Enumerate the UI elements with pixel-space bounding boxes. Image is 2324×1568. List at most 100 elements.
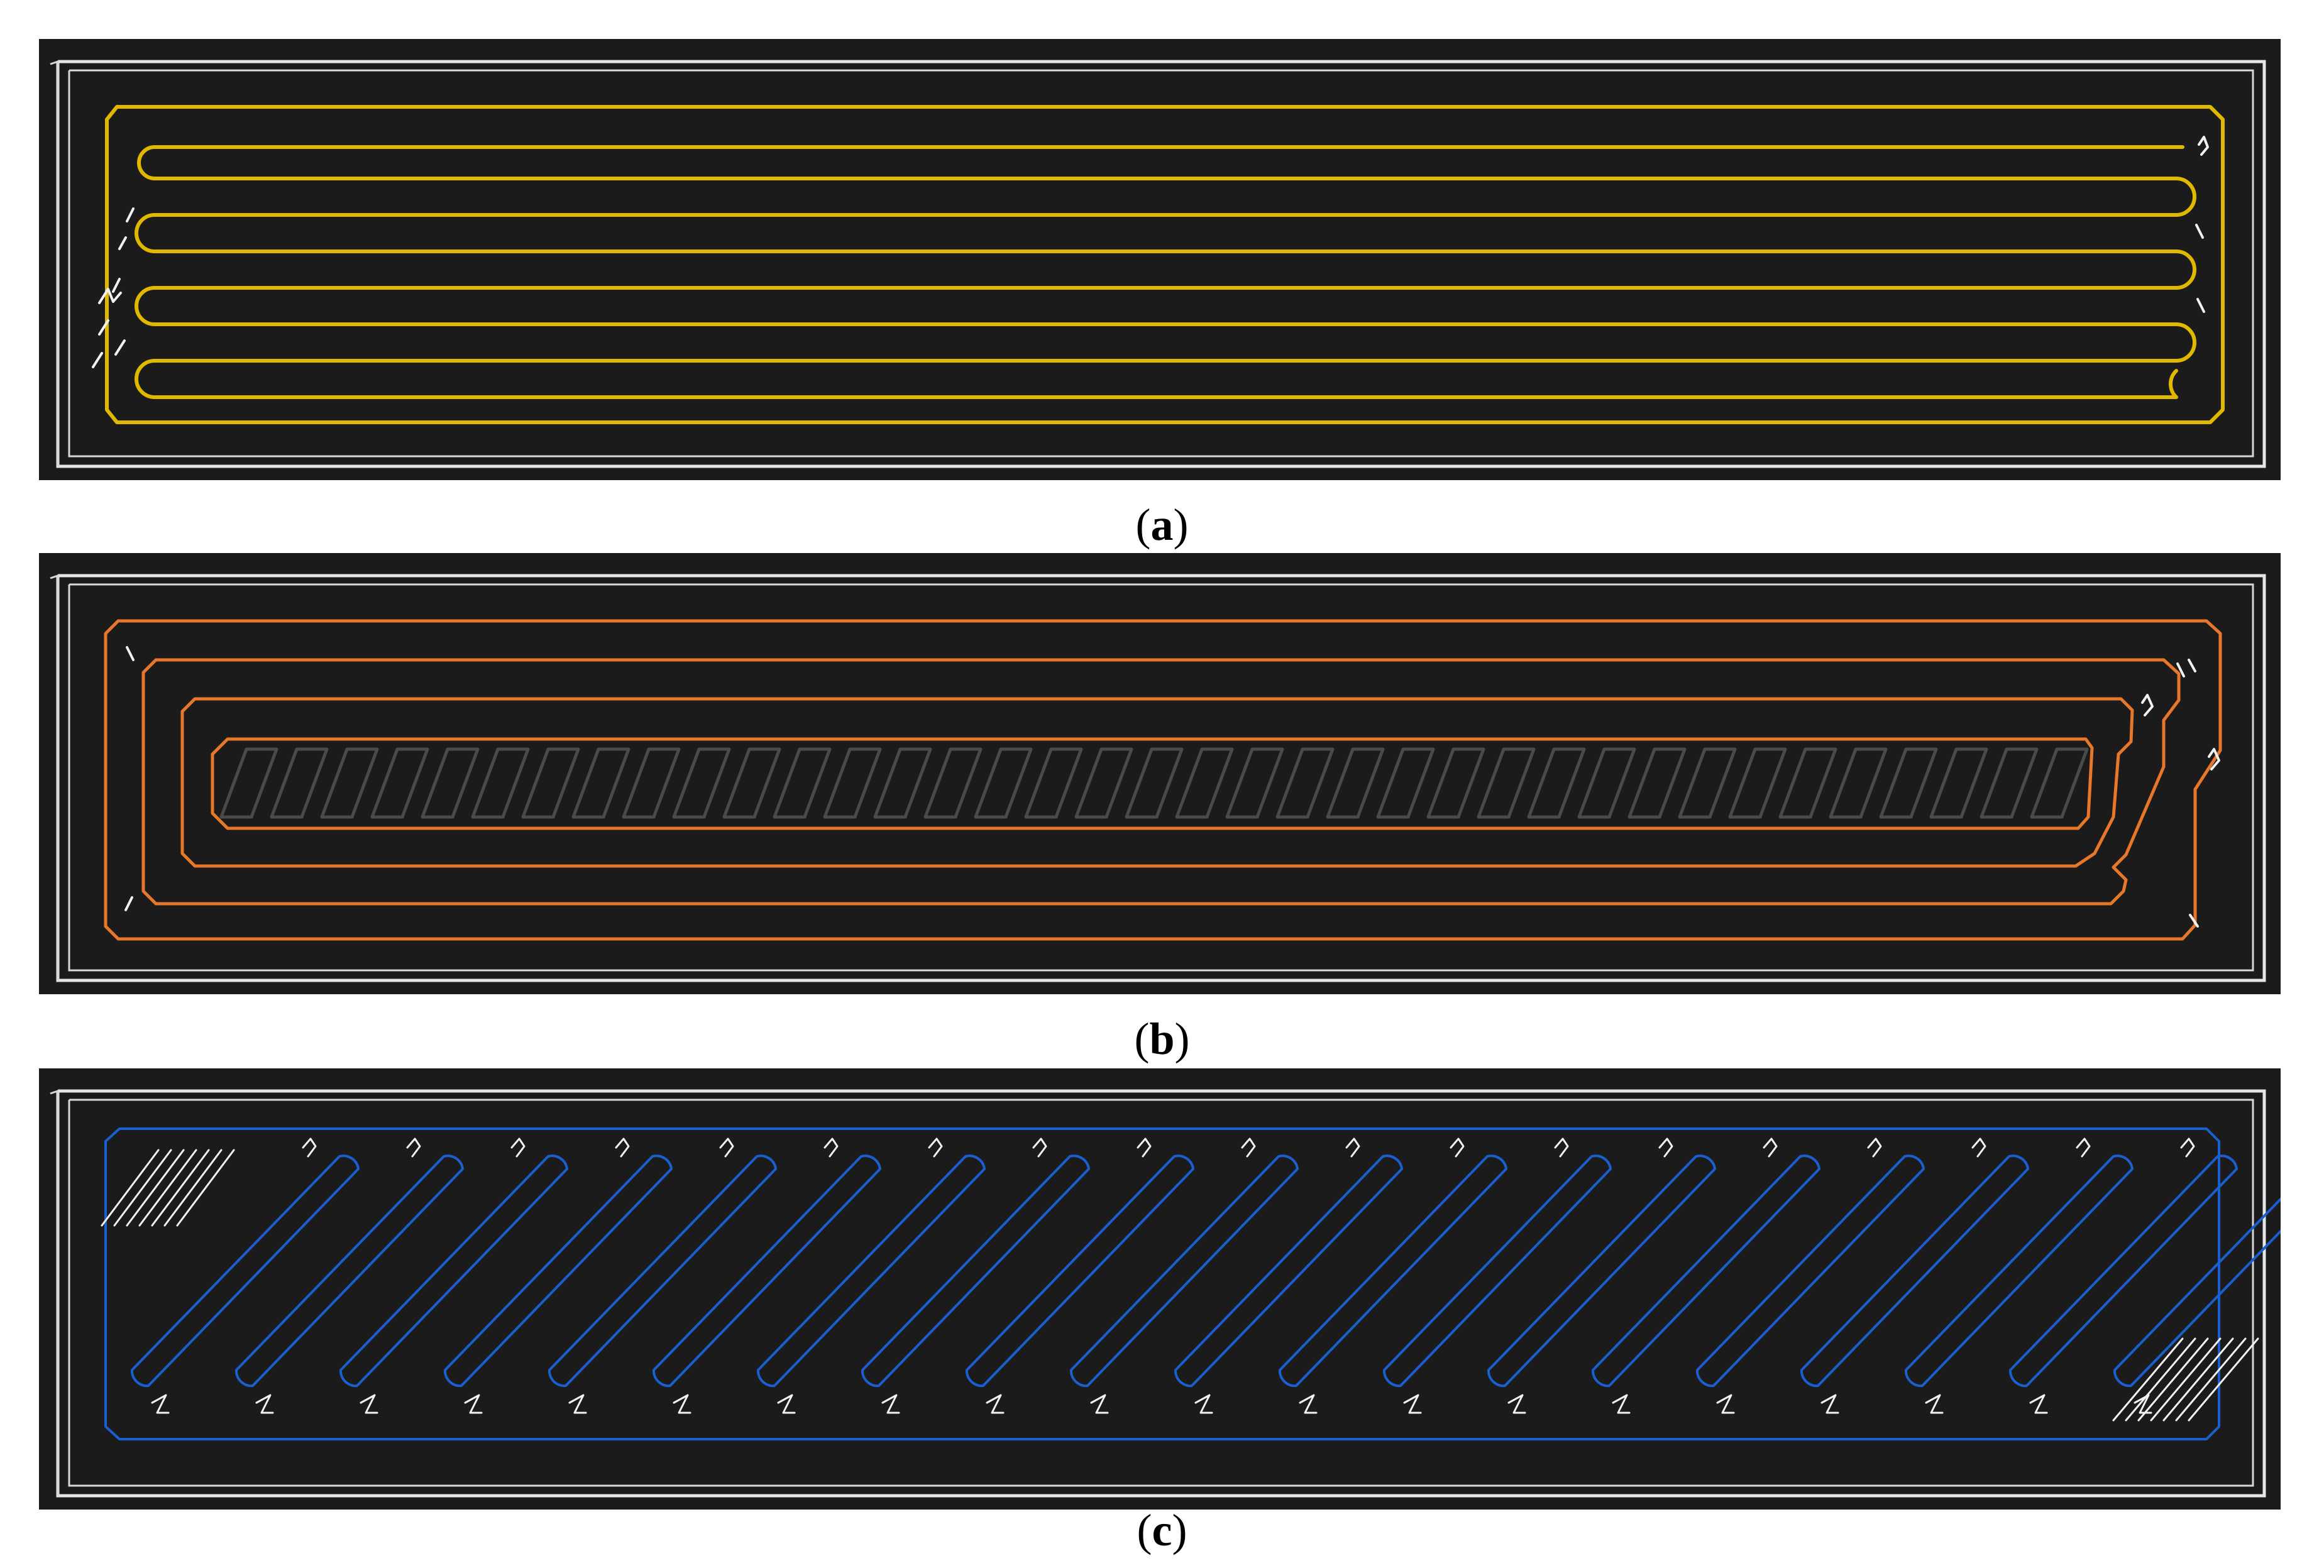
inner-hatch-segment (1577, 747, 1636, 819)
diagonal-loop (1800, 1154, 2029, 1388)
inner-hatch-segment (672, 747, 731, 819)
diagonal-loop (2008, 1154, 2238, 1388)
corner-hatch-line (2162, 1337, 2234, 1422)
travel-move-top (1032, 1138, 1047, 1158)
inner-hatch-segment (1125, 747, 1184, 819)
outer-walls-a (50, 60, 2266, 468)
inner-hatch-b (219, 747, 2089, 819)
diagonal-loop (2113, 1197, 2281, 1388)
corner-hatch-line (101, 1149, 160, 1227)
orange-concentric-b (104, 619, 2222, 941)
travel-move-bottom (1090, 1394, 1109, 1414)
travel-move-bottom (1403, 1394, 1422, 1414)
corner-hatch-line (2150, 1337, 2222, 1422)
travel-move-top (302, 1138, 317, 1158)
blue-perimeter-c (104, 1127, 2220, 1440)
travel-move-bottom (464, 1394, 483, 1414)
inner-hatch-segment (1929, 747, 1988, 819)
diagonal-loop (1591, 1154, 1820, 1388)
diagonal-loop (443, 1154, 673, 1388)
travel-move-bottom (568, 1394, 587, 1414)
travel-move-bottom (777, 1394, 796, 1414)
travel-move-bottom (360, 1394, 378, 1414)
inner-hatch-segment (1426, 747, 1485, 819)
travel-move-bottom (1820, 1394, 1839, 1414)
diagonal-loop (861, 1154, 1090, 1388)
inner-hatch-segment (270, 747, 329, 819)
blue-diagonal-loops-c (130, 1154, 2281, 1388)
inner-hatch-segment (1527, 747, 1586, 819)
travel-move-top (406, 1138, 421, 1158)
travel-move-bottom (2134, 1394, 2152, 1414)
inner-hatch-segment (923, 747, 983, 819)
inner-hatch-segment (1678, 747, 1737, 819)
travel-move-bottom (151, 1394, 170, 1414)
travel-move-bottom (1507, 1394, 1526, 1414)
inner-hatch-segment (1074, 747, 1133, 819)
yellow-zigzag-a (135, 145, 2196, 399)
toolpath-diagram-c (50, 1089, 2281, 1498)
diagonal-loop (965, 1154, 1194, 1388)
corner-hatch-line (151, 1149, 210, 1227)
travel-move-top (719, 1138, 734, 1158)
corner-hatch-line (2125, 1337, 2196, 1422)
travel-move-top (2180, 1138, 2195, 1158)
inner-hatch-segment (1879, 747, 1938, 819)
inner-hatch-segment (471, 747, 530, 819)
inner-hatch-segment (1376, 747, 1435, 819)
travel-move-top (1658, 1138, 1673, 1158)
travel-move-top (1763, 1138, 1778, 1158)
diagonal-loop (1278, 1154, 1507, 1388)
travel-move-top (2076, 1138, 2091, 1158)
diagonal-loop (1069, 1154, 1299, 1388)
caption-b: (b) (1134, 1014, 1190, 1064)
corner-hatch-line (138, 1149, 197, 1227)
diagonal-loop (1695, 1154, 1925, 1388)
travel-move-top (1971, 1138, 1986, 1158)
inner-hatch-segment (773, 747, 832, 819)
travel-move-top (1867, 1138, 1882, 1158)
travel-move-bottom (1716, 1394, 1735, 1414)
travel-move-bottom (1194, 1394, 1213, 1414)
travel-move-top (928, 1138, 943, 1158)
inner-hatch-segment (722, 747, 781, 819)
travel-move-top (1137, 1138, 1152, 1158)
diagonal-loop (1382, 1154, 1612, 1388)
travel-move-bottom (255, 1394, 274, 1414)
inner-hatch-segment (421, 747, 480, 819)
corner-hatch-line (163, 1149, 223, 1227)
caption-c: (c) (1137, 1505, 1187, 1555)
travel-move-top (510, 1138, 526, 1158)
toolpath-panel-b (39, 553, 2281, 994)
inner-hatch-segment (320, 747, 379, 819)
travel-moves-b (124, 646, 2220, 928)
inner-hatch-segment (1477, 747, 1536, 819)
travel-move-bottom (1925, 1394, 1944, 1414)
corner-hatch-line (176, 1149, 235, 1227)
inner-hatch-segment (370, 747, 429, 819)
diagonal-loop (652, 1154, 881, 1388)
travel-moves-a (92, 136, 2209, 368)
inner-hatch-segment (219, 747, 278, 819)
travel-move-bottom (2029, 1394, 2048, 1414)
corner-hatch-line (2175, 1337, 2247, 1422)
corner-hatch-c (101, 1149, 2259, 1422)
travel-move-bottom (673, 1394, 691, 1414)
inner-hatch-segment (1778, 747, 1837, 819)
inner-hatch-segment (1175, 747, 1234, 819)
travel-move-top (1554, 1138, 1569, 1158)
diagonal-loop (234, 1154, 464, 1388)
travel-move-top (1450, 1138, 1465, 1158)
yellow-perimeter-a (105, 105, 2225, 424)
corner-hatch-line (2112, 1337, 2184, 1422)
corner-hatch-line (2137, 1337, 2209, 1422)
inner-hatch-segment (1728, 747, 1787, 819)
corner-hatch-line (2188, 1337, 2259, 1422)
diagonal-loop (1174, 1154, 1403, 1388)
travel-move-top (1345, 1138, 1360, 1158)
outer-walls-b (50, 574, 2266, 982)
travel-move-bottom (1612, 1394, 1631, 1414)
diagonal-loop (339, 1154, 568, 1388)
inner-hatch-segment (1225, 747, 1284, 819)
inner-hatch-segment (2030, 747, 2089, 819)
